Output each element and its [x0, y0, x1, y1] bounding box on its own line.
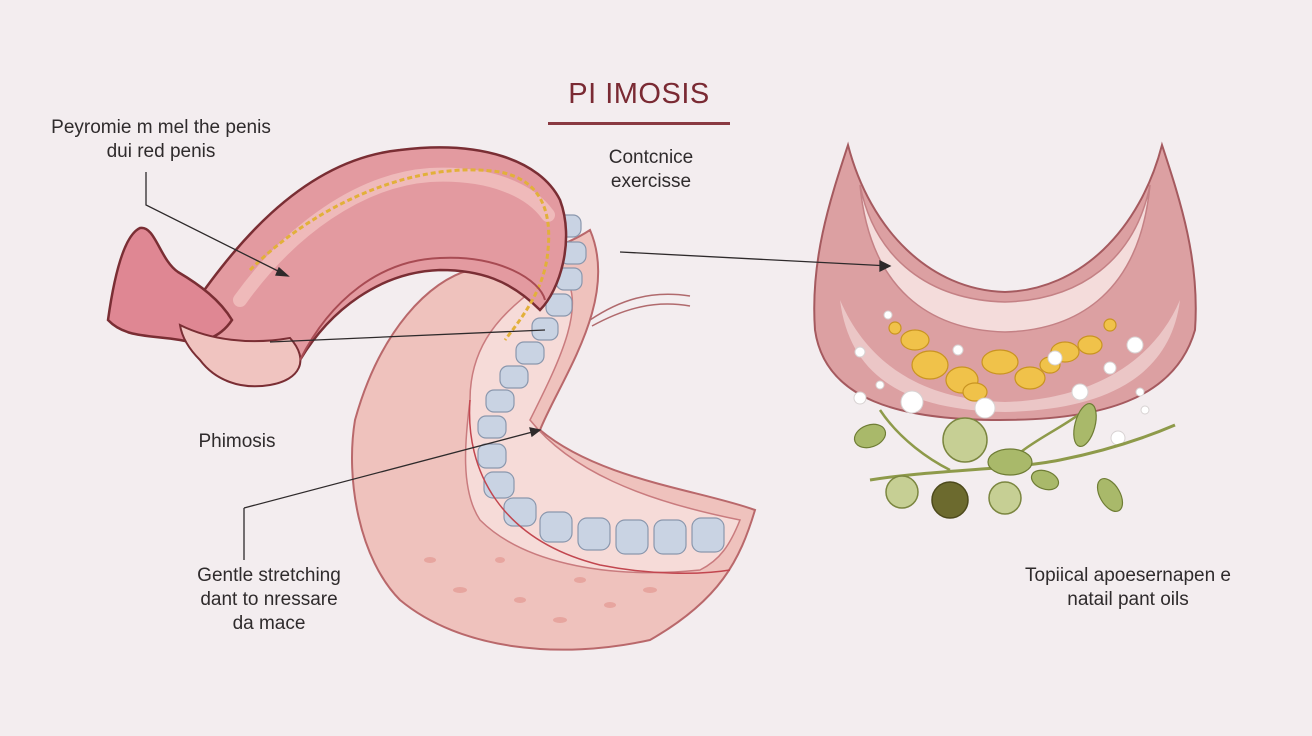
- label-contracture: Contcnice exercisse: [586, 146, 716, 194]
- cup-cavity: [840, 300, 1180, 412]
- label-peyronie: Peyromie m mel the penis dui red penis: [32, 116, 290, 164]
- upper-shaft: [178, 146, 568, 384]
- tendon-strand: [589, 293, 691, 327]
- title-underline: [548, 122, 730, 125]
- label-contracture-line2: exercisse: [610, 171, 692, 192]
- foreskin-fold: [178, 323, 302, 388]
- cup-outer: [813, 141, 1197, 422]
- vessel-line: [468, 399, 731, 575]
- label-stretching: Gentle stretching dant to nressare da ma…: [180, 564, 358, 636]
- leader-peyronie: [145, 172, 289, 277]
- fat-cluster: [888, 318, 1117, 402]
- label-stretching-line1: Gentle stretching: [197, 565, 341, 586]
- label-peyronie-line1: Peyromie m mel the penis: [51, 117, 271, 138]
- label-peyronie-line2: dui red penis: [106, 141, 216, 162]
- cross-section-illustration: [813, 141, 1197, 519]
- glans-tip: [106, 226, 234, 343]
- nerve-line: [248, 168, 551, 341]
- diagram-title: PI IMOSIS: [568, 78, 710, 110]
- herb-sprig: [853, 402, 1176, 519]
- white-pellets: [853, 310, 1150, 446]
- cup-inner: [859, 184, 1151, 333]
- label-topical-line1: Topiical apoesernapen e: [1025, 565, 1231, 586]
- leader-phimosis: [269, 329, 546, 343]
- label-stretching-line2: dant to nressare: [200, 589, 338, 610]
- curved-shaft-illustration: [106, 146, 757, 651]
- leader-stretching: [243, 429, 541, 560]
- tissue-dots: [424, 557, 657, 623]
- leader-contracture: [619, 251, 891, 267]
- outer-contour: [299, 256, 546, 361]
- leader-lines: [145, 172, 892, 560]
- label-topical-line2: natail pant oils: [1067, 589, 1189, 610]
- label-phimosis: Phimosis: [198, 431, 276, 452]
- label-stretching-line3: da mace: [232, 613, 306, 634]
- label-topical: Topiical apoesernapen e natail pant oils: [1006, 564, 1250, 612]
- label-contracture-line1: Contcnice: [608, 147, 694, 168]
